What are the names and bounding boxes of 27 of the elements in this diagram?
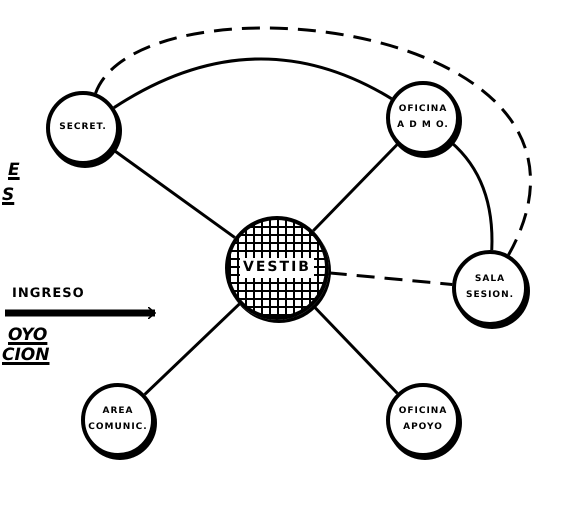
connector-line [312,304,398,394]
room-name: SECRET. [59,123,107,133]
connector-line [113,58,392,109]
cut-off-heading-text: CION [2,345,50,365]
room-name: A D M O. [397,121,449,131]
connector-line [112,148,236,239]
room-name: AREA [102,407,134,417]
connector-line [312,143,398,232]
room-name: SESION. [466,291,514,301]
room-circle [386,383,460,457]
connector-line [328,271,452,286]
entrance-arrow [5,306,156,320]
hatched-room-circle [225,216,329,320]
connector-line [144,302,240,396]
cut-off-heading-text: E [8,160,20,180]
connector-line [450,141,494,250]
room-name: VESTIB [240,258,314,278]
room-name: OFICINA [398,407,448,417]
room-circle [386,81,460,155]
room-circle [452,250,528,326]
room-name: APOYO [403,423,443,433]
connector-line [94,26,530,256]
room-name: COMUNIC. [88,423,148,433]
cut-off-heading-text: OYO [8,325,48,345]
cut-off-heading-text: S [2,185,14,205]
room-name: SALA [474,275,506,285]
room-name: OFICINA [398,105,448,115]
